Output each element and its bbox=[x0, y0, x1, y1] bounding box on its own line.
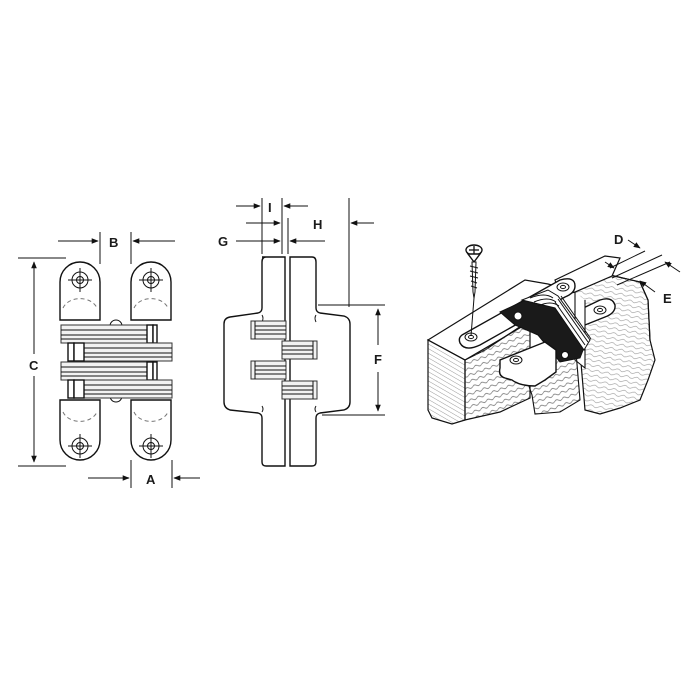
link-arm bbox=[67, 342, 173, 362]
side-link-arm bbox=[281, 380, 318, 400]
dimension-d: D bbox=[604, 232, 663, 279]
side-link-arm bbox=[250, 360, 287, 380]
bottom-right-plate bbox=[130, 399, 172, 461]
screw-hole-icon bbox=[68, 268, 92, 292]
dimension-a: A bbox=[88, 460, 200, 488]
dimension-g: G bbox=[218, 220, 325, 249]
dimension-label-c: C bbox=[29, 358, 39, 373]
dimension-label-b: B bbox=[109, 235, 118, 250]
screw-hole-icon bbox=[139, 268, 163, 292]
bottom-left-plate bbox=[59, 399, 101, 461]
side-link-arm bbox=[281, 340, 318, 360]
front-view: C B A bbox=[18, 232, 200, 488]
link-arm bbox=[67, 379, 173, 399]
dimension-label-a: A bbox=[146, 472, 156, 487]
dimension-label-e: E bbox=[663, 291, 672, 306]
dimension-f: F bbox=[318, 304, 385, 416]
dimension-c: C bbox=[18, 257, 66, 467]
dimension-label-d: D bbox=[614, 232, 623, 247]
dimension-label-f: F bbox=[374, 352, 382, 367]
hinge-link-assembly bbox=[499, 289, 592, 363]
screw-hole-icon bbox=[139, 434, 163, 458]
lower-mounting-plate bbox=[498, 341, 557, 387]
dimension-e: E bbox=[616, 261, 681, 306]
dimension-b: B bbox=[58, 232, 175, 264]
screw-hole-icon bbox=[68, 434, 92, 458]
dimension-label-g: G bbox=[218, 234, 228, 249]
dimension-label-h: H bbox=[313, 217, 322, 232]
screw-icon bbox=[465, 244, 483, 337]
link-arm bbox=[60, 361, 158, 381]
dimension-h: H bbox=[313, 198, 374, 307]
installed-view: D E bbox=[426, 232, 681, 425]
side-link-arm bbox=[250, 320, 287, 340]
link-arm bbox=[60, 324, 158, 344]
dimension-label-i: I bbox=[268, 200, 272, 215]
dimension-i: I bbox=[236, 200, 308, 215]
side-view: I G H F bbox=[218, 198, 385, 467]
